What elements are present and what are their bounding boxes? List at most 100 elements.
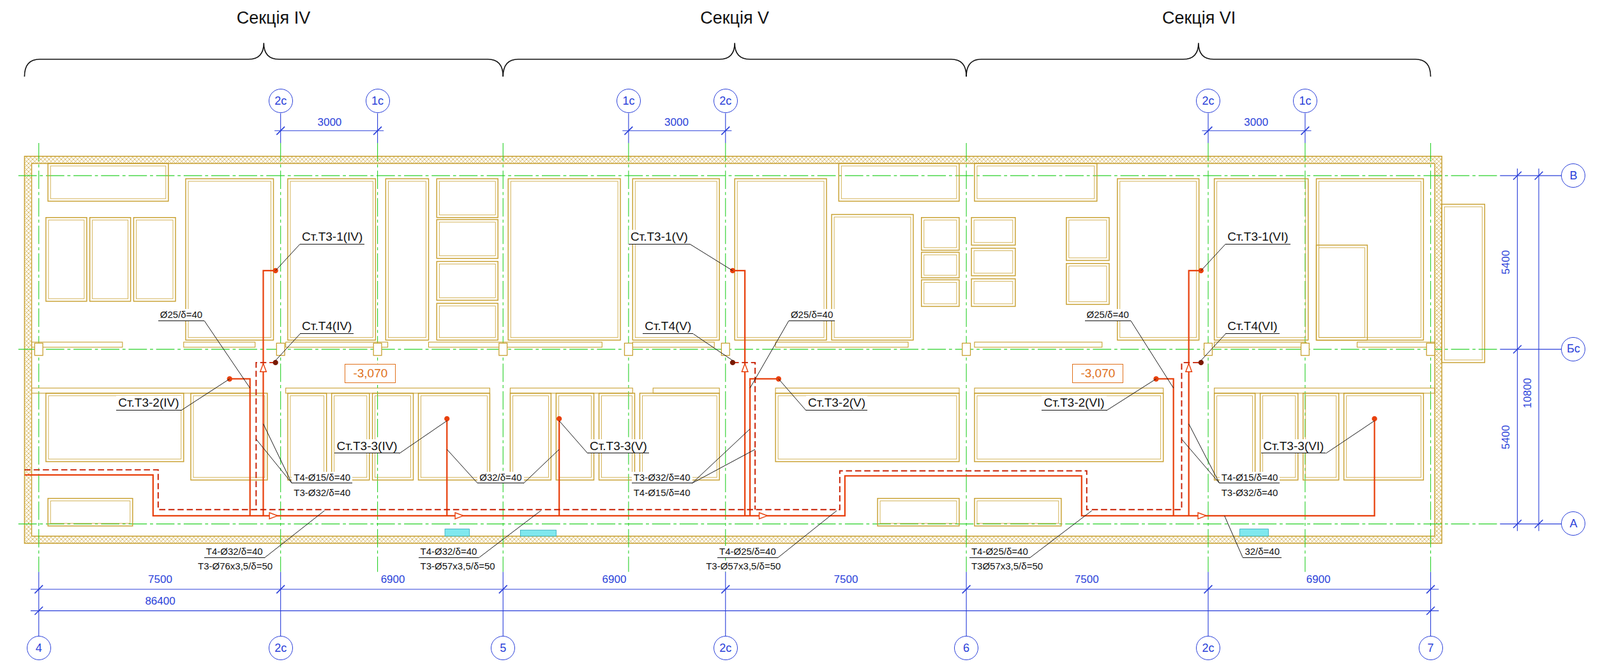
node-text: А: [1569, 516, 1578, 531]
dimension-text: 10800: [1521, 375, 1535, 410]
room-wall: [45, 393, 184, 462]
corridor-wall: [428, 342, 603, 348]
pipe-label: Т3-Ø32/δ=40: [631, 471, 693, 484]
room-wall: [642, 395, 717, 478]
pipe-label: Ø25/δ=40: [1084, 308, 1131, 321]
leader-line: [181, 378, 230, 411]
axis-bubble: Бс: [1561, 336, 1586, 362]
room-wall: [1303, 393, 1339, 480]
axis-bubble: В: [1561, 163, 1586, 188]
corridor-wall: [652, 388, 720, 394]
pipe-t4: [255, 362, 276, 510]
extension-line: [377, 113, 378, 143]
section-title: Секція VI: [1158, 8, 1240, 29]
axis-bubble: 2с: [268, 635, 293, 660]
dim-tick: [1426, 606, 1435, 615]
room-wall: [421, 395, 488, 478]
axis-bubble: 4: [26, 635, 52, 660]
leader-line: [1030, 510, 1092, 558]
room-wall: [973, 220, 1013, 243]
dim-line: [1201, 130, 1311, 131]
node-text: 7: [1427, 641, 1435, 655]
corridor-wall: [775, 342, 909, 348]
axis-bubble: 1с: [616, 88, 641, 113]
room-wall: [334, 395, 367, 478]
leader-line: [1201, 243, 1226, 271]
room-wall: [880, 500, 957, 524]
room-wall: [1305, 395, 1337, 478]
leader-line: [275, 333, 300, 361]
room-wall: [974, 393, 1164, 462]
extension-line: [1499, 175, 1562, 177]
room-wall: [508, 178, 621, 341]
node-text: 2с: [719, 641, 732, 655]
room-wall: [89, 217, 131, 302]
window: [520, 529, 556, 537]
leader-line: [1130, 320, 1174, 388]
room-wall: [841, 165, 957, 199]
room-wall: [133, 217, 176, 302]
room-wall: [1316, 178, 1424, 341]
node-text: 2с: [719, 94, 732, 108]
grid-line: [1207, 142, 1209, 572]
room-wall: [436, 261, 498, 301]
leader-line: [778, 378, 807, 411]
room-wall: [439, 305, 496, 338]
room-wall: [921, 252, 960, 278]
node-text: 4: [35, 641, 43, 655]
room-wall: [1263, 395, 1296, 478]
room-wall: [921, 217, 960, 251]
room-wall: [45, 217, 87, 302]
room-wall: [1214, 393, 1256, 480]
room-wall: [47, 498, 133, 526]
room-wall: [924, 254, 957, 276]
room-wall: [775, 393, 960, 462]
riser-label: Ст.Т3-1(VI): [1225, 229, 1290, 245]
riser-label: Ст.Т3-1(IV): [299, 229, 365, 245]
window: [444, 529, 470, 537]
leader-line: [264, 510, 325, 558]
dim-tick: [1534, 519, 1544, 528]
room-wall: [512, 395, 549, 478]
leader-line: [204, 320, 251, 388]
corridor-wall: [285, 342, 389, 348]
corridor-wall: [632, 342, 715, 348]
room-wall: [639, 393, 720, 480]
flow-arrow: [269, 512, 278, 519]
node-text: 2с: [1202, 94, 1215, 108]
riser-label: Ст.Т4(IV): [299, 319, 354, 334]
flow-arrow: [455, 512, 464, 519]
riser-label: Ст.Т3-1(V): [628, 229, 690, 245]
leader-line: [1224, 515, 1244, 558]
riser-label: Ст.Т3-2(IV): [116, 395, 181, 411]
corridor-wall: [974, 342, 1103, 348]
section-brace: [502, 42, 967, 77]
pipe-label: Т3-Ø76x3,5/δ=50: [195, 560, 275, 572]
extension-line: [1499, 349, 1562, 350]
room-wall: [287, 393, 327, 480]
extension-line: [280, 113, 281, 143]
room-wall: [924, 220, 957, 248]
riser-label: Ст.Т3-3(IV): [334, 439, 399, 454]
room-wall: [372, 393, 414, 480]
room-wall: [1066, 217, 1110, 261]
pipe-label: Т4-Ø25/δ=40: [969, 545, 1031, 558]
grid-line: [1430, 142, 1431, 572]
room-wall: [632, 178, 720, 341]
extension-line: [1207, 571, 1209, 637]
leader-line: [777, 510, 837, 558]
dimension-text: 5400: [1499, 248, 1513, 277]
room-wall: [48, 220, 85, 299]
leader-line: [692, 428, 751, 484]
riser-dot: [730, 359, 736, 366]
pipe-t3: [263, 270, 276, 516]
axis-bubble: 1с: [1293, 88, 1318, 113]
pipe-label: Т3-Ø32/δ=40: [1219, 486, 1281, 498]
extension-line: [1207, 113, 1209, 143]
extension-line: [628, 113, 629, 143]
room-wall: [834, 216, 911, 338]
section-title: Секція V: [696, 8, 773, 29]
pipe-label: Т4-Ø15/δ=40: [291, 471, 353, 484]
room-wall: [1069, 266, 1107, 302]
node-text: 1с: [1298, 94, 1311, 108]
